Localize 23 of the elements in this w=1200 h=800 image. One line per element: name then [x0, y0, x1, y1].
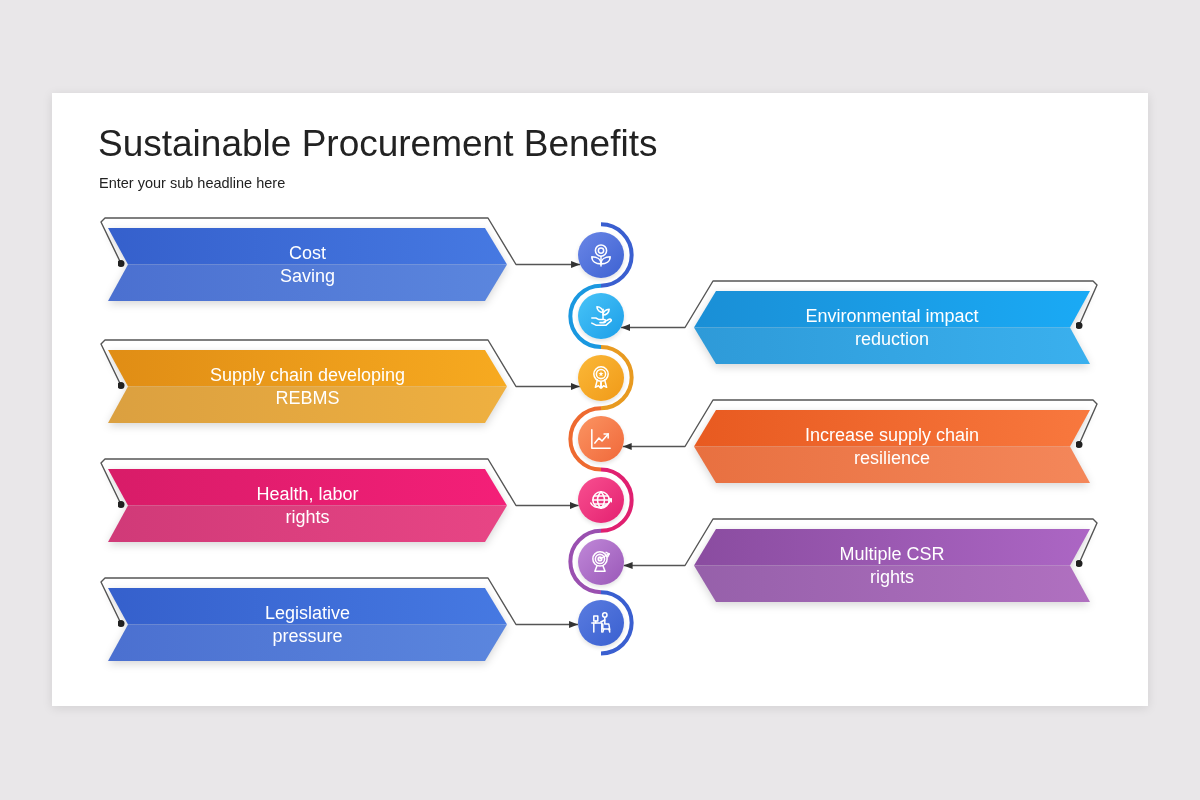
chevron-banner: [108, 469, 507, 542]
chevron-banner: [108, 350, 507, 423]
connector-arrow: [100, 577, 579, 629]
banner-text: Increase supply chain resilience: [803, 423, 981, 470]
banner-text: Environmental impact reduction: [804, 304, 980, 351]
banner-text: Multiple CSR rights: [838, 542, 946, 589]
chevron-banner: [694, 529, 1090, 602]
chevron-banner: [108, 588, 507, 661]
connector-arrow: [100, 339, 581, 391]
connector-arrow: [100, 458, 580, 510]
chevron-banner: [694, 291, 1090, 364]
banner-text: Supply chain developing REBMS: [208, 363, 407, 410]
banner-text: Cost Saving: [278, 241, 336, 288]
connector-arrow: [100, 217, 581, 269]
banner-text: Legislative pressure: [263, 601, 352, 648]
chevron-banner: [694, 410, 1090, 483]
subtitle: Enter your sub headline here: [99, 174, 286, 192]
connector-arrow: [622, 399, 1098, 451]
connector-arrow: [622, 518, 1098, 570]
connector-arrow: [620, 280, 1098, 332]
chevron-banner: [108, 228, 507, 301]
slide-title: Sustainable Procurement Benefits: [98, 122, 658, 166]
banner-text: Health, labor rights: [255, 482, 360, 529]
